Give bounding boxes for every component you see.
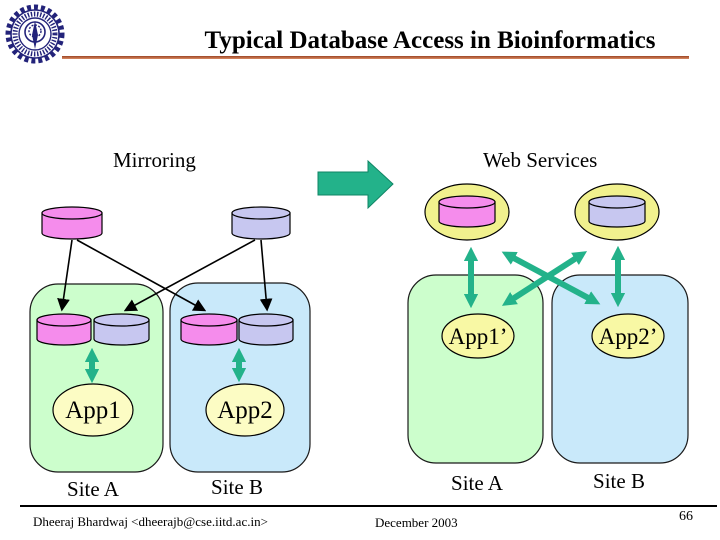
mirroring-site-b-box bbox=[169, 282, 311, 473]
mirroring-master-db-pink-icon bbox=[41, 206, 103, 240]
app2-label: App2 bbox=[217, 397, 273, 424]
site-a-db-pink-icon bbox=[36, 313, 92, 346]
page-number: 66 bbox=[679, 509, 693, 524]
replication-arrow bbox=[76, 239, 207, 312]
webservices-site-b-label: Site B bbox=[593, 469, 645, 493]
mirroring-site-b-label: Site B bbox=[211, 475, 263, 499]
replication-arrow bbox=[123, 239, 256, 312]
webservices-site-b-box bbox=[551, 274, 689, 464]
app2-prime-ellipse bbox=[591, 313, 665, 359]
site-b-db-lavender-icon bbox=[238, 313, 294, 346]
page-title: Typical Database Access in Bioinformatic… bbox=[204, 27, 656, 54]
webservice-db1-icon bbox=[438, 195, 496, 228]
app1-prime-label: App1’ bbox=[448, 324, 508, 349]
footer-divider bbox=[20, 505, 717, 507]
app2-ellipse bbox=[205, 383, 285, 437]
web-services-section-label: Web Services bbox=[483, 148, 598, 172]
sync-arrow-icon bbox=[501, 251, 588, 306]
site-a-db-lavender-icon bbox=[93, 313, 150, 346]
app1-ellipse bbox=[52, 383, 134, 437]
app1-prime-ellipse bbox=[441, 313, 515, 359]
replication-arrow bbox=[57, 239, 73, 312]
mirroring-section-label: Mirroring bbox=[113, 148, 196, 172]
webservice-db2-icon bbox=[588, 195, 646, 228]
footer-author: Dheeraj Bhardwaj <dheerajb@cse.iitd.ac.i… bbox=[33, 514, 268, 529]
big-right-arrow-icon bbox=[317, 159, 394, 210]
title-underline bbox=[62, 56, 689, 59]
replication-arrow bbox=[259, 239, 273, 312]
mirroring-site-a-label: Site A bbox=[67, 477, 119, 501]
app1-label: App1 bbox=[65, 397, 121, 424]
webservices-site-a-box bbox=[407, 274, 544, 464]
app2-prime-label: App2’ bbox=[598, 324, 658, 349]
mirroring-master-db-lavender-icon bbox=[231, 206, 291, 240]
site-b-db-pink-icon bbox=[180, 313, 238, 346]
footer-date: December 2003 bbox=[375, 515, 458, 530]
iit-delhi-logo-icon bbox=[5, 4, 65, 64]
webservices-site-a-label: Site A bbox=[451, 471, 503, 495]
mirroring-site-a-box bbox=[29, 283, 164, 473]
